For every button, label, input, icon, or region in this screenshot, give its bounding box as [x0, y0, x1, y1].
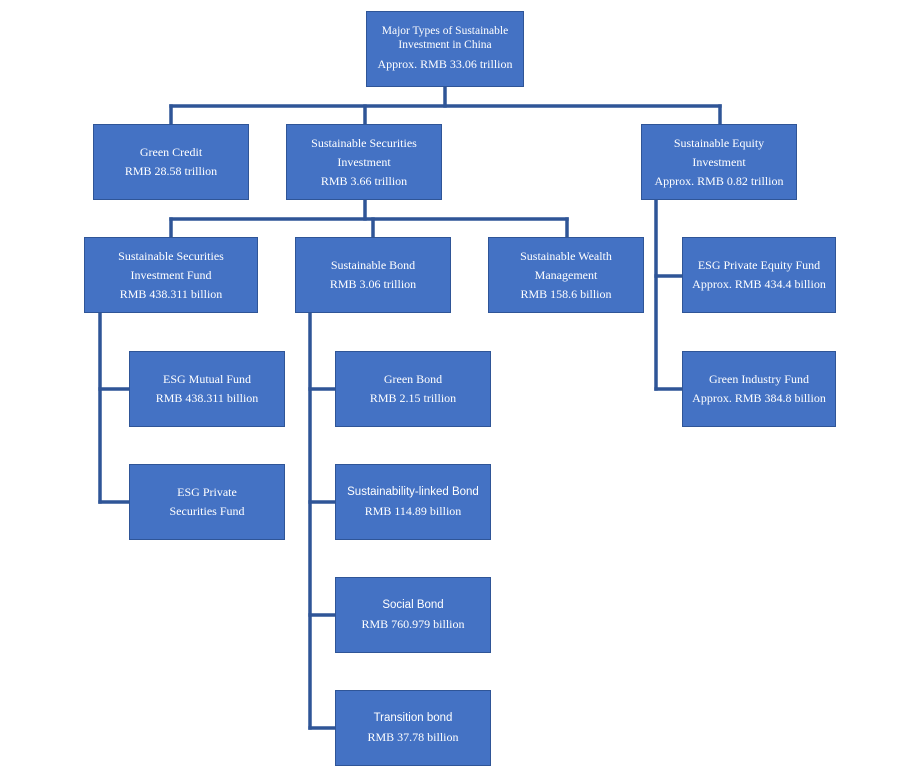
node-esg-private-sec: ESG Private Securities Fund [129, 464, 285, 540]
node-esg-pe-fund-line1: ESG Private Equity Fund [697, 258, 821, 272]
node-esg-pe-fund: ESG Private Equity Fund Approx. RMB 434.… [682, 237, 836, 313]
node-equity-investment-line1: Sustainable Equity [673, 135, 765, 150]
node-esg-mutual-line2: RMB 438.311 billion [155, 391, 259, 405]
node-root-line1: Major Types of Sustainable [381, 25, 509, 37]
node-sl-bond-line1: Sustainability-linked Bond [347, 486, 479, 498]
node-green-industry-fund-line2: Approx. RMB 384.8 billion [692, 391, 826, 405]
node-green-industry-fund: Green Industry Fund Approx. RMB 384.8 bi… [682, 351, 836, 427]
node-green-credit: Green Credit RMB 28.58 trillion [93, 124, 249, 200]
node-green-bond-line1: Green Bond [383, 372, 443, 386]
node-sl-bond: Sustainability-linked Bond RMB 114.89 bi… [335, 464, 491, 540]
node-sust-bond: Sustainable Bond RMB 3.06 trillion [295, 237, 451, 313]
node-sec-fund: Sustainable Securities Investment Fund R… [84, 237, 258, 313]
node-root-line3: Approx. RMB 33.06 trillion [377, 57, 513, 71]
node-sl-bond-line2: RMB 114.89 billion [364, 504, 462, 518]
node-transition-bond-line2: RMB 37.78 billion [367, 730, 459, 744]
node-wealth-mgmt: Sustainable Wealth Management RMB 158.6 … [488, 237, 644, 313]
node-equity-investment: Sustainable Equity Investment Approx. RM… [641, 124, 797, 200]
node-sec-investment: Sustainable Securities Investment RMB 3.… [286, 124, 442, 200]
node-root-line2: Investment in China [398, 39, 492, 51]
node-green-industry-fund-line1: Green Industry Fund [709, 372, 809, 386]
node-esg-pe-fund-line2: Approx. RMB 434.4 billion [692, 277, 826, 291]
node-social-bond: Social Bond RMB 760.979 billion [335, 577, 491, 653]
node-sec-fund-line2: Investment Fund [130, 267, 212, 282]
node-social-bond-line1: Social Bond [382, 599, 444, 611]
node-sec-investment-line1: Sustainable Securities [311, 135, 417, 150]
node-equity-investment-line3: Approx. RMB 0.82 trillion [654, 173, 784, 188]
node-sust-bond-line2: RMB 3.06 trillion [329, 277, 417, 291]
node-equity-investment-line2: Investment [692, 154, 746, 169]
node-green-credit-line2: RMB 28.58 trillion [124, 164, 218, 178]
node-root: Major Types of Sustainable Investment in… [366, 11, 524, 87]
node-sec-fund-line1: Sustainable Securities [118, 248, 224, 263]
node-social-bond-line2: RMB 760.979 billion [361, 617, 465, 631]
node-sust-bond-line1: Sustainable Bond [330, 258, 416, 272]
node-green-bond-line2: RMB 2.15 trillion [369, 391, 457, 405]
node-esg-private-sec-line1: ESG Private [177, 485, 237, 499]
node-sec-investment-line2: Investment [337, 154, 391, 169]
node-green-credit-line1: Green Credit [139, 145, 203, 159]
node-wealth-mgmt-line2: Management [534, 267, 598, 282]
node-green-bond: Green Bond RMB 2.15 trillion [335, 351, 491, 427]
node-transition-bond: Transition bond RMB 37.78 billion [335, 690, 491, 766]
node-wealth-mgmt-line1: Sustainable Wealth [520, 248, 612, 263]
node-esg-mutual-line1: ESG Mutual Fund [162, 372, 251, 386]
node-esg-private-sec-line2: Securities Fund [169, 504, 245, 518]
node-sec-investment-line3: RMB 3.66 trillion [320, 173, 408, 188]
node-esg-mutual: ESG Mutual Fund RMB 438.311 billion [129, 351, 285, 427]
node-wealth-mgmt-line3: RMB 158.6 billion [520, 286, 612, 301]
node-transition-bond-line1: Transition bond [373, 712, 453, 724]
node-sec-fund-line3: RMB 438.311 billion [119, 286, 223, 301]
